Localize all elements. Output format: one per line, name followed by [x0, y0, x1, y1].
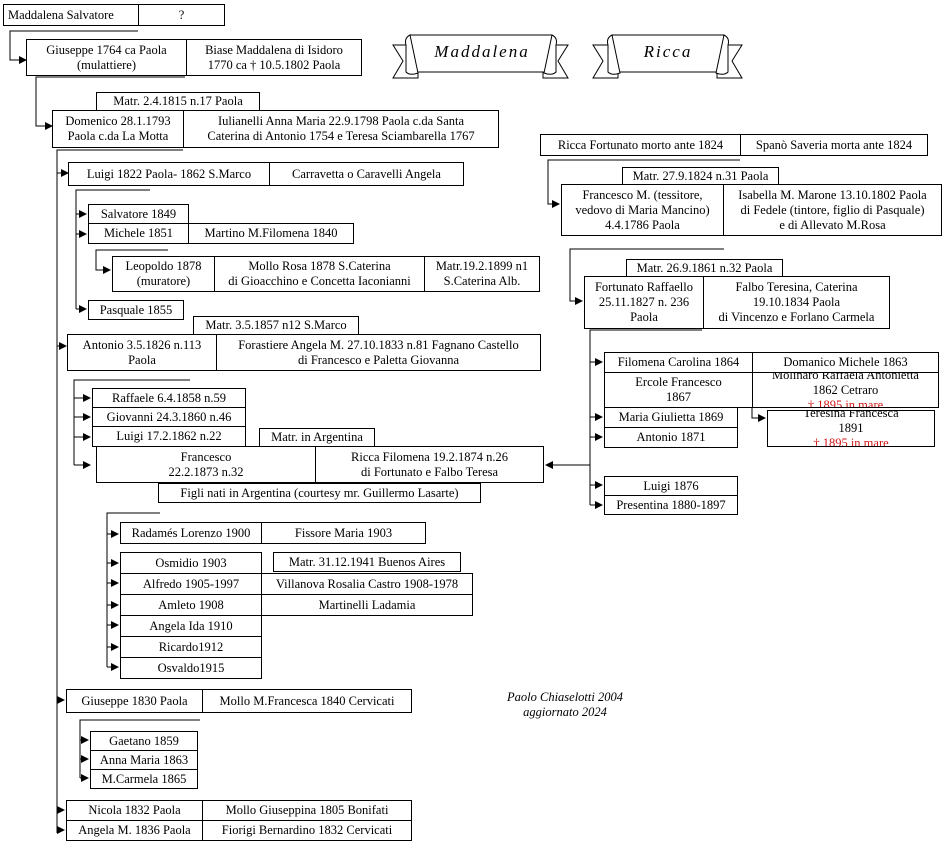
person-presentina-1880: Presentina 1880-1897	[604, 495, 738, 515]
spouse-fiorigi-bernardino: Fiorigi Bernardino 1832 Cervicati	[202, 820, 412, 841]
death-at-sea: † 1895 in mare	[813, 436, 889, 447]
person-anna-maria-1863: Anna Maria 1863	[90, 750, 198, 770]
person-mcarmela-1865: M.Carmela 1865	[90, 769, 198, 789]
person-ricca-fortunato: Ricca Fortunato morto ante 1824	[540, 134, 741, 156]
spouse-iulianelli-anna-maria: Iulianelli Anna Maria 22.9.1798 Paola c.…	[183, 110, 499, 148]
person-alfredo-1905: Alfredo 1905-1997	[120, 573, 262, 595]
banner-maddalena	[392, 34, 569, 79]
person-filomena-carolina-1864: Filomena Carolina 1864	[604, 352, 753, 373]
death-at-sea: † 1895 in mare	[807, 397, 884, 408]
spouse-carravetta-angela: Carravetta o Caravelli Angela	[269, 162, 464, 186]
person-antonio-1871: Antonio 1871	[604, 427, 738, 448]
marriage-argentina: Matr. in Argentina	[259, 428, 375, 447]
person-osmidio-1903: Osmidio 1903	[120, 552, 262, 574]
person-michele-1851: Michele 1851	[88, 223, 189, 244]
person-ricardo-1912: Ricardo1912	[120, 636, 262, 658]
person-luigi-1822: Luigi 1822 Paola- 1862 S.Marco	[68, 162, 270, 186]
argentina-children-note: Figli nati in Argentina (courtesy mr. Gu…	[158, 483, 481, 503]
person-maddalena-salvatore: Maddalena Salvatore	[3, 4, 139, 26]
spouse-villanova-rosalia: Villanova Rosalia Castro 1908-1978	[261, 573, 473, 595]
person-radames-1900: Radamés Lorenzo 1900	[120, 522, 262, 544]
person-giuseppe-1764: Giuseppe 1764 ca Paola(mulattiere)	[26, 39, 187, 76]
spouse-martinelli-ladamia: Martinelli Ladamia	[261, 594, 473, 616]
spouse-mollo-giuseppina: Mollo Giuseppina 1805 Bonifati	[202, 800, 412, 821]
author-signature: Paolo Chiaselotti 2004 aggiornato 2024	[507, 690, 623, 719]
person-luigi-1862: Luigi 17.2.1862 n.22	[92, 426, 246, 447]
person-angela-1836: Angela M. 1836 Paola	[66, 820, 203, 841]
spouse-domanico-michele: Domanico Michele 1863	[752, 352, 939, 373]
banner-ricca	[592, 34, 743, 79]
person-salvatore-1849: Salvatore 1849	[88, 204, 189, 224]
person-giovanni-1860: Giovanni 24.3.1860 n.46	[92, 407, 246, 427]
person-pasquale-1855: Pasquale 1855	[88, 300, 184, 320]
marriage-1857: Matr. 3.5.1857 n12 S.Marco	[193, 316, 359, 335]
spouse-martino-filomena: Martino M.Filomena 1840	[188, 223, 354, 244]
person-luigi-1876: Luigi 1876	[604, 476, 738, 496]
banner-ricca-label: Ricca	[643, 42, 693, 61]
spouse-forastiere-angela: Forastiere Angela M. 27.10.1833 n.81 Fag…	[216, 334, 541, 371]
person-francesco-m-1786: Francesco M. (tessitore,vedovo di Maria …	[561, 184, 724, 236]
marriage-1941: Matr. 31.12.1941 Buenos Aires	[273, 552, 461, 572]
person-angela-ida-1910: Angela Ida 1910	[120, 615, 262, 637]
person-giuseppe-1830: Giuseppe 1830 Paola	[66, 689, 203, 713]
person-leopoldo-1878: Leopoldo 1878(muratore)	[112, 256, 215, 292]
person-raffaele-1858: Raffaele 6.4.1858 n.59	[92, 388, 246, 408]
spouse-mollo-francesca: Mollo M.Francesca 1840 Cervicati	[202, 689, 412, 713]
person-nicola-1832: Nicola 1832 Paola	[66, 800, 203, 821]
person-gaetano-1859: Gaetano 1859	[90, 731, 198, 751]
marriage-1815: Matr. 2.4.1815 n.17 Paola	[96, 92, 260, 111]
marriage-1824: Matr. 27.9.1824 n.31 Paola	[622, 167, 779, 185]
banner-maddalena-label: Maddalena	[434, 42, 530, 61]
spouse-unknown: ?	[138, 4, 225, 26]
person-amleto-1908: Amleto 1908	[120, 594, 262, 616]
person-maria-giulietta-1869: Maria Giulietta 1869	[604, 407, 738, 428]
marriage-1861: Matr. 26.9.1861 n.32 Paola	[626, 259, 783, 277]
person-osvaldo-1915: Osvaldo1915	[120, 657, 262, 679]
spouse-fissore-maria: Fissore Maria 1903	[261, 522, 426, 544]
spouse-spano-saveria: Spanò Saveria morta ante 1824	[740, 134, 928, 156]
